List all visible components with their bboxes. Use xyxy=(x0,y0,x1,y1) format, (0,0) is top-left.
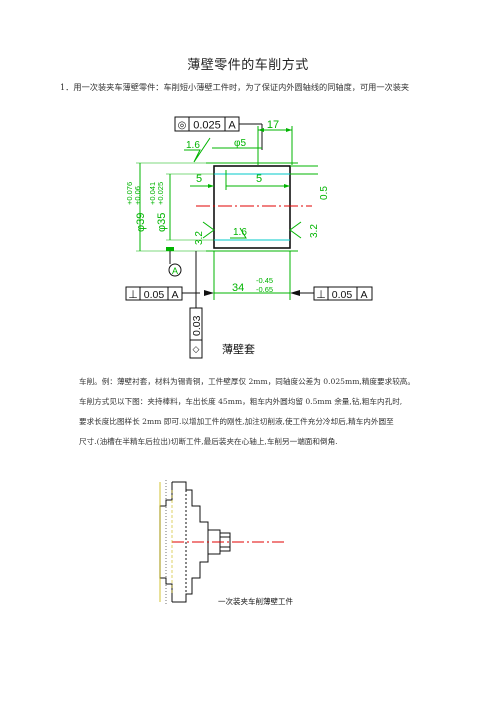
dim-phi39-upper: +0.076 xyxy=(125,182,134,205)
fcf-right-tol: 0.05 xyxy=(332,289,353,301)
dim-phi5: φ5 xyxy=(234,138,246,149)
fcf-left-tol: 0.05 xyxy=(144,289,165,301)
fcf-perp-left: ⊥ 0.05 A xyxy=(125,286,214,301)
dim-0-5: 0.5 xyxy=(319,186,330,200)
fcf-top-datum: A xyxy=(228,120,236,132)
fcf-perp-right: ⊥ 0.05 A xyxy=(290,286,373,301)
datum-a: A xyxy=(172,266,178,276)
roughness-3-2-left: 3.2 xyxy=(194,231,205,245)
para-line-1: 车削。例：薄壁衬套，材料为锡青铜，工件壁厚仅 2mm，同轴度公差为 0.025m… xyxy=(79,377,415,386)
figure2-caption: 一次装夹车削薄壁工件 xyxy=(218,596,293,606)
fcf-flatness: ◇ 0.03 xyxy=(189,251,203,359)
flatness-symbol: ◇ xyxy=(193,344,200,354)
para-line-4: 尺寸.(油槽在半精车后拉出)切断工件,最后装夹在心轴上,车削另一端面和倒角. xyxy=(79,437,338,446)
fcf-coaxiality: ◎ 0.025 A xyxy=(174,116,263,150)
dim-34: 34 xyxy=(232,282,244,294)
roughness-1-6-inner: 1.6 xyxy=(233,227,247,238)
dim-phi39-lower: +0.06 xyxy=(133,186,142,205)
dim-phi35: φ35 xyxy=(156,213,168,232)
roughness-1-6-top: 1.6 xyxy=(186,140,200,151)
roughness-3-2-right: 3.2 xyxy=(309,224,320,238)
fcf-right-datum: A xyxy=(360,289,367,301)
dim-phi39: φ39 xyxy=(135,213,147,232)
fcf-top-tol: 0.025 xyxy=(193,120,221,132)
page-title: 薄壁零件的车削方式 xyxy=(187,58,309,73)
figure1-caption: 薄壁套 xyxy=(222,342,255,356)
perp-symbol-right: ⊥ xyxy=(316,289,326,301)
para-line-3: 要求长度比图样长 2mm 即可.以增加工件的刚性,加注切削液,使工件充分冷却后,… xyxy=(79,417,394,426)
coaxiality-symbol: ◎ xyxy=(178,120,187,131)
para-line-2: 车削方式见以下图：夹持棒料，车出长度 45mm，粗车内外圆均留 0.5mm 余量… xyxy=(79,397,403,406)
dim-5-left: 5 xyxy=(196,173,202,185)
dim-5-right: 5 xyxy=(256,173,262,185)
dim-phi35-lower: +0.025 xyxy=(156,182,165,205)
dim-phi35-upper: +0.041 xyxy=(148,182,157,205)
intro-line: 1．用一次装夹车薄壁零件：车削短小薄壁工件时，为了保证内外圆轴线的同轴度，可用一… xyxy=(60,82,410,92)
dim-34-lower: -0.65 xyxy=(256,285,273,294)
perp-symbol-left: ⊥ xyxy=(128,289,138,301)
fcf-left-datum: A xyxy=(171,289,178,301)
dim-34-upper: -0.45 xyxy=(256,276,273,285)
body-paragraph: 车削。例：薄壁衬套，材料为锡青铜，工件壁厚仅 2mm，同轴度公差为 0.025m… xyxy=(79,372,451,452)
dim-17: 17 xyxy=(267,119,279,131)
fcf-flat-tol: 0.03 xyxy=(191,315,203,336)
thin-wall-sleeve-drawing: ◎ 0.025 A 17 φ5 1.6 5 5 xyxy=(125,116,373,359)
